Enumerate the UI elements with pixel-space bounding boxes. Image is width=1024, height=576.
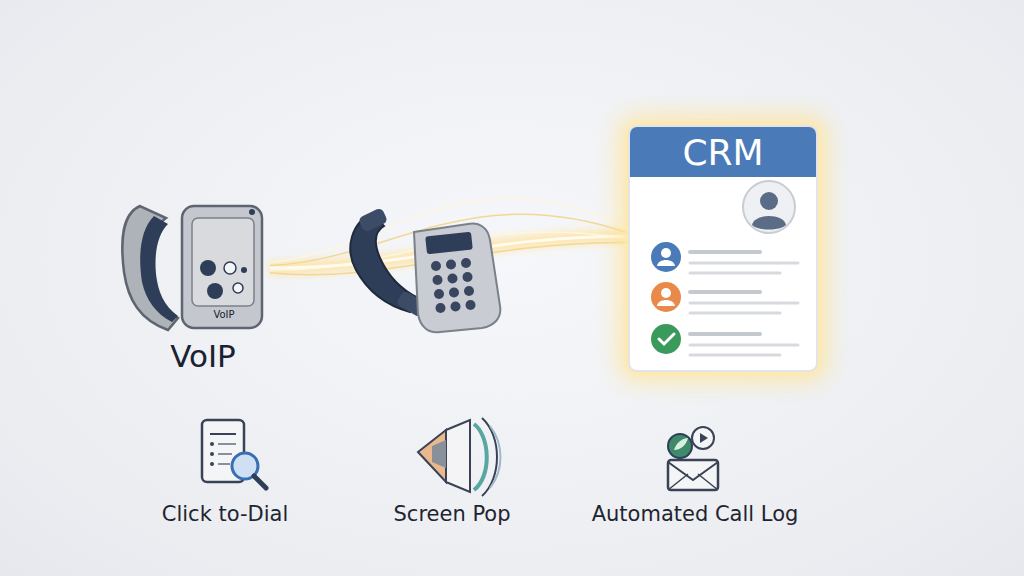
key (448, 274, 458, 284)
key (433, 275, 443, 285)
screen-pop-icon (418, 418, 501, 496)
key (431, 261, 441, 271)
feature-label: Click to-Dial (162, 502, 288, 526)
key (463, 272, 473, 282)
key (461, 258, 471, 268)
voip-phone: VoIP VoIP (118, 196, 270, 386)
crm-card: CRM (628, 125, 818, 372)
card-title: CRM (682, 132, 763, 173)
glow-connector (270, 198, 628, 275)
device-label: VoIP (213, 309, 234, 320)
card-header: CRM (630, 127, 816, 177)
card-body (630, 177, 818, 372)
handset-phone (350, 207, 500, 332)
click-to-dial-icon (202, 420, 266, 488)
key (436, 303, 446, 313)
key (449, 288, 459, 298)
call-log-icon (668, 427, 718, 490)
node-heading: VoIP (170, 338, 236, 374)
key (434, 289, 444, 299)
feature-label: Screen Pop (394, 502, 511, 526)
key (464, 286, 474, 296)
feature-label: Automated Call Log (592, 502, 799, 526)
key (451, 302, 461, 312)
key (446, 260, 456, 270)
key (466, 300, 476, 310)
